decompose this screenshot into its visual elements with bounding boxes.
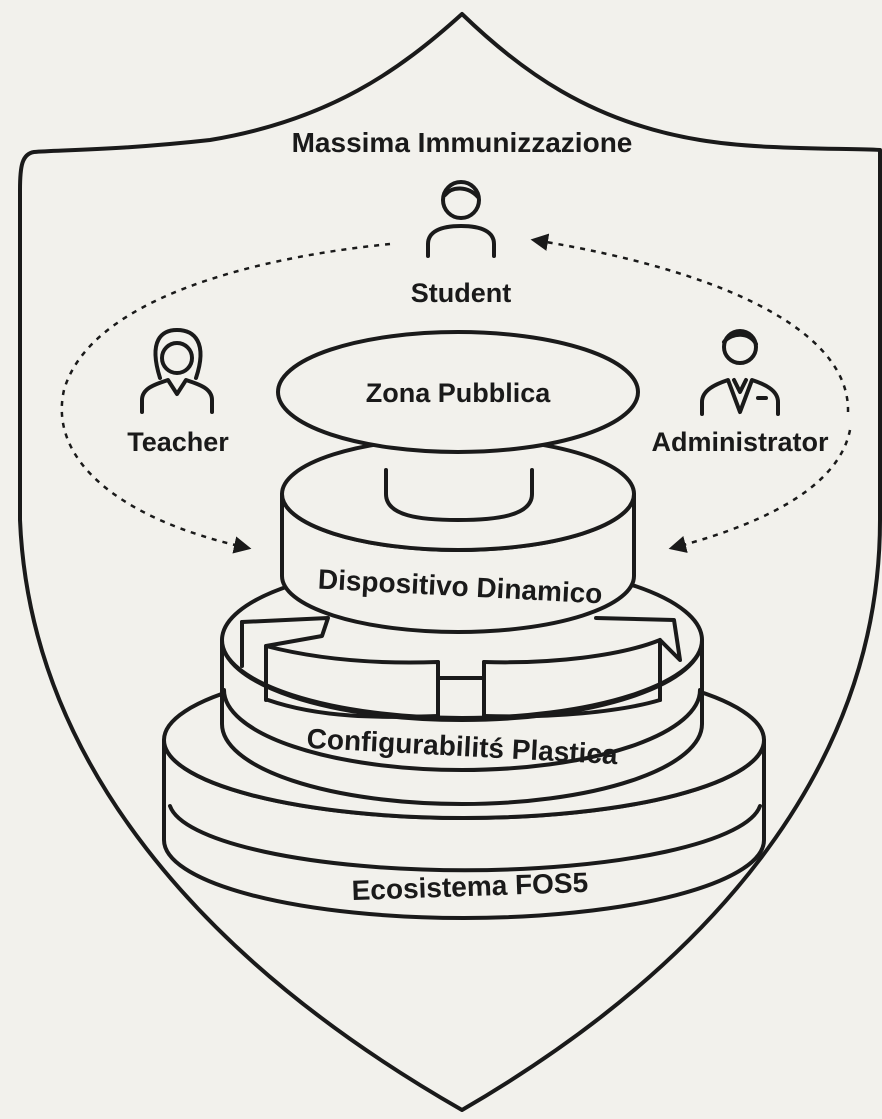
teacher-label: Teacher (127, 427, 229, 457)
administrator-label: Administrator (651, 427, 829, 457)
shield-title: Massima Immunizzazione (292, 127, 633, 158)
student-icon (426, 180, 496, 258)
teacher-icon (140, 328, 214, 414)
student-label: Student (411, 278, 512, 308)
flow-arrow-admin-to-student (530, 233, 850, 413)
administrator-icon (700, 329, 780, 416)
shield-outline (18, 12, 882, 1112)
layer-public-zone-shape (276, 330, 640, 454)
layer-dynamic-device-shape (280, 436, 636, 634)
layer-public-zone-label: Zona Pubblica (366, 378, 552, 408)
